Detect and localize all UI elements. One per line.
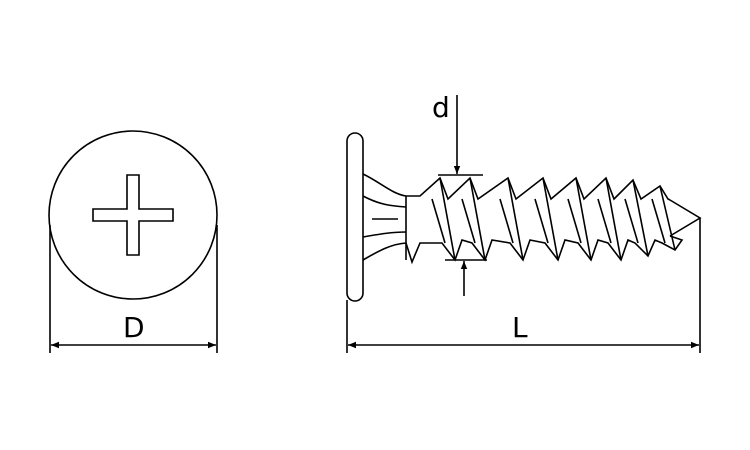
screw-head-top-view (48, 130, 218, 300)
length-label: L (512, 311, 528, 344)
length-dimension (346, 218, 701, 353)
thread-flank (597, 177, 622, 261)
thread-flank (499, 177, 524, 261)
thread-flank (461, 177, 486, 261)
phillips-cross (92, 174, 174, 256)
thread-diameter-dimension (438, 95, 487, 296)
head-diameter-label: D (123, 311, 145, 344)
thread-flank (651, 185, 676, 251)
thread-flank (624, 179, 649, 257)
thread-diameter-label: d (432, 91, 450, 124)
thread-bottom-profile (405, 235, 684, 265)
head-diameter-dimension (49, 225, 218, 353)
screw-side-view (346, 132, 702, 302)
thread-flank (534, 177, 559, 261)
thread-flank (567, 177, 592, 261)
thread-flank (431, 177, 456, 261)
thread-top-profile (406, 176, 671, 201)
